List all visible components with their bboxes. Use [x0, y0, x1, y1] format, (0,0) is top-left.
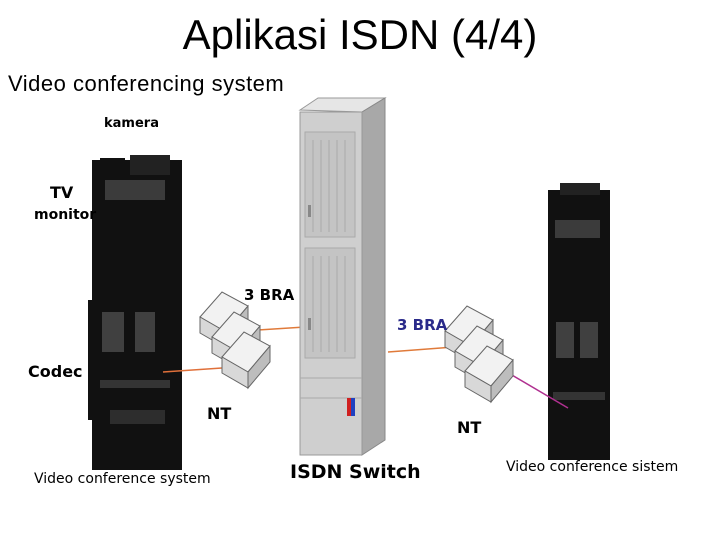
- slide-title: Aplikasi ISDN (4/4): [182, 11, 538, 58]
- caption-right-system: Video conference sistem: [506, 459, 679, 475]
- label-kamera: kamera: [104, 116, 159, 131]
- label-tv: TV: [50, 183, 74, 202]
- nt-units-left: [199, 291, 271, 390]
- slide-subtitle: Video conferencing system: [8, 71, 285, 96]
- cable-codec-to-nt-left: [162, 367, 223, 373]
- left-terminal-rack: [88, 155, 182, 470]
- label-isdn-switch: ISDN Switch: [290, 461, 421, 483]
- label-monitor: monitor: [34, 207, 97, 223]
- isdn-switch-cabinet: [298, 97, 387, 456]
- caption-left-system: Video conference system: [34, 471, 211, 487]
- cable-switch-to-nt-right: [387, 346, 455, 353]
- label-bra-right: 3 BRA: [397, 316, 448, 334]
- label-nt-right: NT: [457, 418, 482, 437]
- right-terminal-rack: [548, 183, 610, 460]
- label-nt-left: NT: [207, 404, 232, 423]
- label-bra-left: 3 BRA: [244, 286, 295, 304]
- cable-nt-left-to-switch: [257, 326, 306, 331]
- nt-units-right: [444, 305, 514, 404]
- label-codec: Codec: [28, 362, 83, 381]
